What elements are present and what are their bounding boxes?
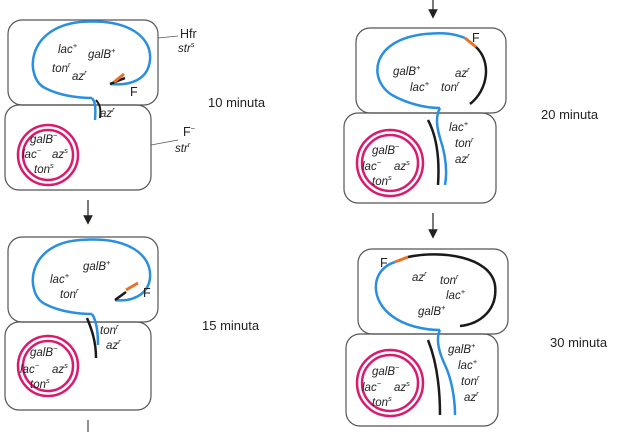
pointer-line: [150, 139, 179, 146]
recipient-gene-label: tons: [372, 173, 392, 188]
recipient-cell: [343, 112, 497, 204]
f-factor-label: F: [130, 85, 138, 99]
gene-label: lac+: [58, 41, 78, 56]
recipient-chromosome: [355, 128, 425, 198]
time-label: 20 minuta: [541, 107, 599, 122]
recipient-gene-label: galB−: [30, 131, 58, 146]
gene-label: azr: [412, 269, 427, 284]
recipient-str-label: strr: [175, 140, 191, 155]
recipient-cell: [4, 104, 152, 191]
recipient-gene-label: azs: [52, 146, 68, 161]
recipient-gene-label: galB−: [372, 142, 400, 157]
f-factor-label: F: [472, 31, 480, 45]
gene-label: lac+: [410, 79, 430, 94]
recipient-chromosome: [355, 348, 425, 418]
time-label: 10 minuta: [208, 95, 266, 110]
panel-10-min: Hfr strs F− strr lac+ galB+ tonr azr F a…: [4, 19, 266, 191]
gene-label: lac+: [446, 287, 466, 302]
transferred-gene-label: galB+: [448, 341, 476, 356]
transferred-gene-label: lac+: [458, 357, 478, 372]
pointer-line: [157, 35, 179, 39]
time-label: 15 minuta: [202, 318, 260, 333]
hfr-str-label: strs: [178, 40, 195, 55]
transferred-gene-label: azr: [100, 105, 115, 120]
gene-label: tonr: [52, 60, 71, 75]
transferred-strand-black: [426, 119, 440, 186]
transferred-strand-black: [85, 317, 98, 359]
f-factor-label: F: [143, 286, 151, 300]
recipient-gene-label: lac−: [20, 361, 40, 376]
gene-label: galB+: [83, 258, 111, 273]
gene-label: azr: [455, 65, 470, 80]
recipient-cell: [4, 321, 152, 411]
recipient-gene-label: galB−: [372, 363, 400, 378]
hfr-label: Hfr: [180, 27, 197, 41]
recipient-gene-label: tons: [372, 394, 392, 409]
recipient-gene-label: azs: [394, 158, 410, 173]
transferred-gene-label: tonr: [455, 135, 474, 150]
gene-label: galB+: [88, 46, 116, 61]
recipient-gene-label: azs: [52, 361, 68, 376]
transferred-strand: [436, 329, 457, 416]
donor-chromosome: [376, 31, 488, 110]
recipient-chromosome: [16, 334, 80, 398]
recipient-gene-label: azs: [394, 379, 410, 394]
donor-chromosome: [31, 238, 152, 316]
donor-chromosome: [31, 20, 152, 100]
gene-label: galB+: [393, 63, 421, 78]
recipient-chromosome: [16, 123, 80, 187]
gene-label: lac+: [50, 271, 70, 286]
transferred-gene-label: azr: [106, 337, 121, 352]
donor-chromosome: [374, 253, 497, 332]
transferred-strand: [435, 107, 448, 186]
gene-label: tonr: [60, 286, 79, 301]
recipient-gene-label: galB−: [30, 344, 58, 359]
panel-15-min: galB+ lac+ tonr F tonr azr galB− lac− az…: [4, 236, 260, 411]
recipient-gene-label: tons: [34, 161, 54, 176]
gene-label: azr: [72, 68, 87, 83]
transferred-strand: [90, 313, 100, 346]
transferred-strand-black: [426, 339, 442, 416]
transferred-gene-label: azr: [455, 151, 470, 166]
f-factor-label: F: [380, 256, 388, 270]
recipient-gene-label: lac−: [22, 146, 42, 161]
recipient-gene-label: tons: [30, 376, 50, 391]
recipient-cell: [345, 333, 499, 427]
gene-label: tonr: [440, 272, 459, 287]
time-label: 30 minuta: [550, 335, 608, 350]
panel-30-min: F azr tonr lac+ galB+ galB+ lac+ tonr az…: [345, 248, 608, 427]
panel-20-min: galB+ lac+ azr tonr F lac+ tonr azr galB…: [343, 27, 599, 204]
gene-label: tonr: [441, 79, 460, 94]
transferred-gene-label: lac+: [449, 119, 469, 134]
f-minus-label: F−: [183, 124, 196, 139]
recipient-gene-label: lac−: [362, 379, 382, 394]
gene-label: galB+: [418, 303, 446, 318]
recipient-gene-label: lac−: [362, 158, 382, 173]
transferred-gene-label: tonr: [461, 373, 480, 388]
transferred-strand-black: [95, 99, 102, 119]
transferred-gene-label: azr: [464, 389, 479, 404]
transferred-strand: [90, 97, 97, 121]
transferred-gene-label: tonr: [100, 322, 119, 337]
